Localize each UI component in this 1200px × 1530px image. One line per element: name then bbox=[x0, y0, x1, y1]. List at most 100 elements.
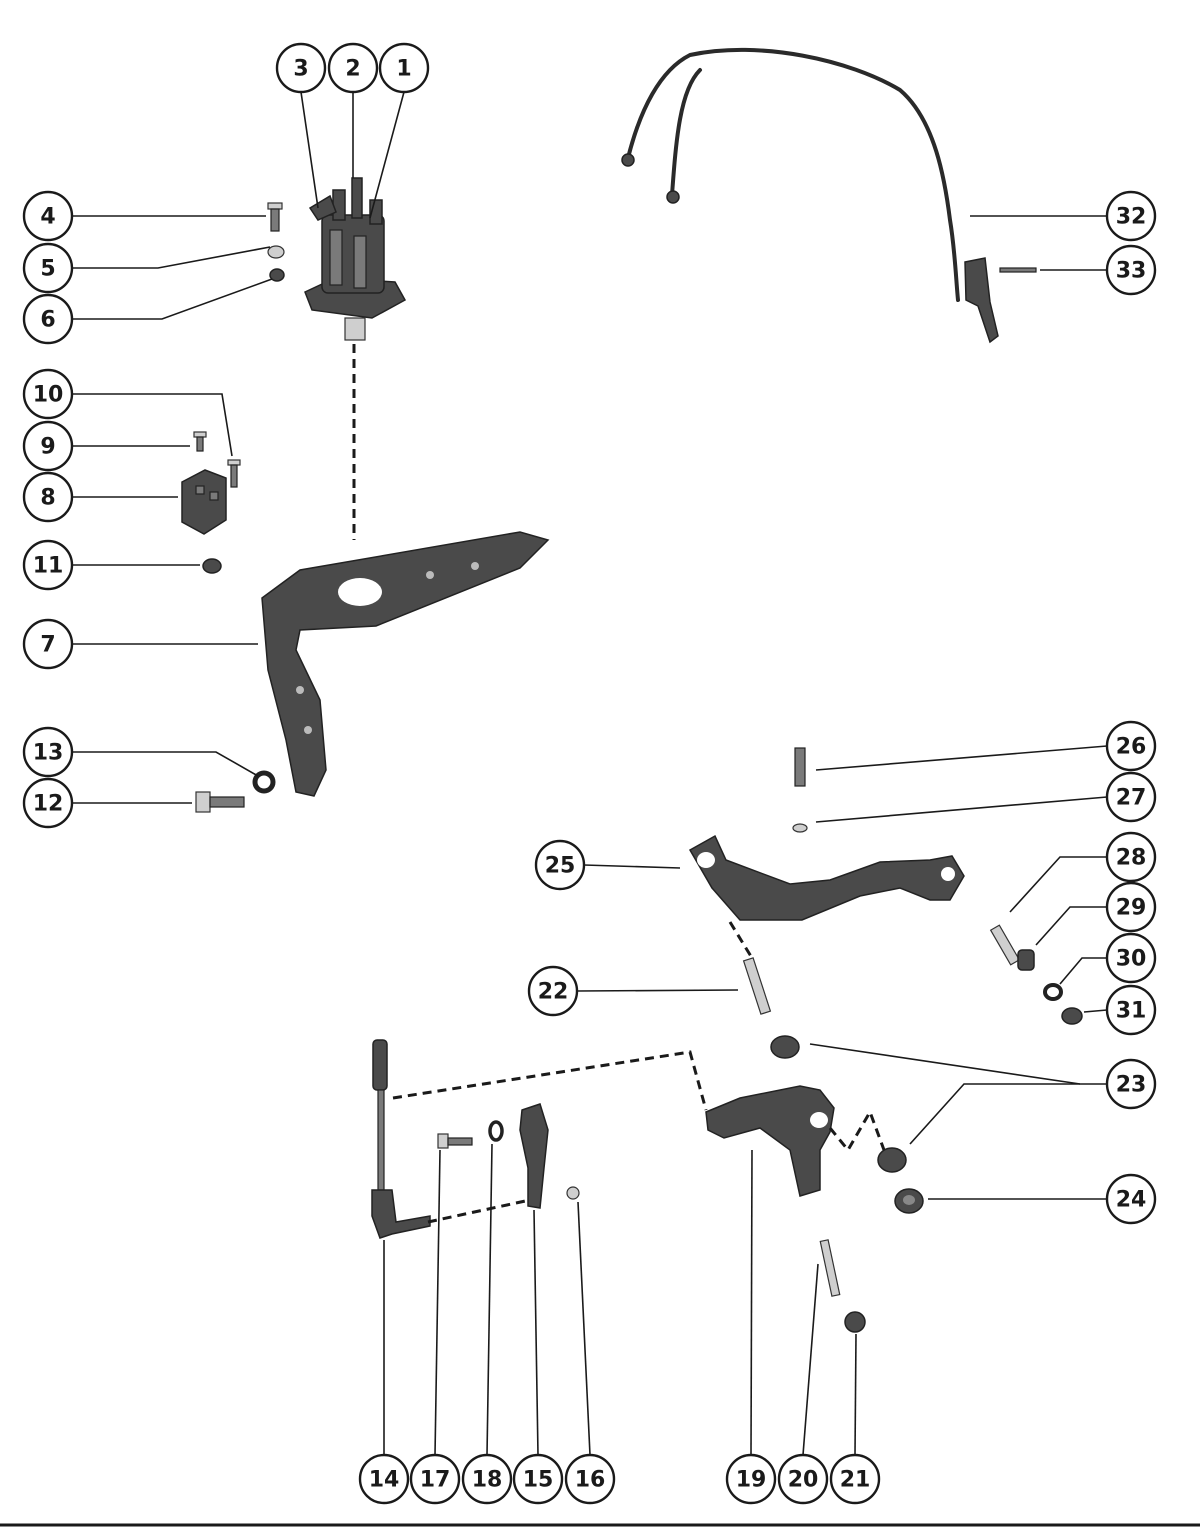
callout-number: 23 bbox=[1116, 1073, 1147, 1098]
solenoid-assembly bbox=[304, 177, 407, 341]
callout-2: 2 bbox=[327, 42, 379, 94]
callout-circle bbox=[22, 242, 74, 294]
callout-circle bbox=[22, 293, 74, 345]
callout-24: 24 bbox=[1105, 1173, 1157, 1225]
callout-circle bbox=[1105, 244, 1157, 296]
callout-number: 4 bbox=[40, 205, 55, 230]
callout-circle bbox=[22, 190, 74, 242]
callout-number: 8 bbox=[40, 486, 55, 511]
callout-circle bbox=[358, 1453, 410, 1505]
callout-circle bbox=[461, 1453, 513, 1505]
callout-12: 12 bbox=[22, 777, 74, 829]
shift-pin-bushings bbox=[742, 957, 924, 1214]
callout-30: 30 bbox=[1105, 932, 1157, 984]
callout-number: 30 bbox=[1116, 947, 1147, 972]
callout-20: 20 bbox=[777, 1453, 829, 1505]
shift-link bbox=[371, 1039, 580, 1239]
callout-number: 28 bbox=[1116, 846, 1147, 871]
callout-19: 19 bbox=[725, 1453, 777, 1505]
callout-number: 12 bbox=[33, 792, 64, 817]
callout-number: 10 bbox=[33, 383, 64, 408]
callout-number: 32 bbox=[1116, 205, 1147, 230]
callout-circle bbox=[1105, 771, 1157, 823]
callout-number: 14 bbox=[369, 1468, 400, 1493]
callout-number: 6 bbox=[40, 308, 55, 333]
callout-circle bbox=[22, 420, 74, 472]
callout-circle bbox=[1105, 720, 1157, 772]
callout-number: 22 bbox=[538, 980, 569, 1005]
callout-circle bbox=[1105, 1173, 1157, 1225]
callout-circle bbox=[1105, 984, 1157, 1036]
wiring-harness bbox=[621, 47, 1037, 344]
callout-10: 10 bbox=[22, 368, 74, 420]
callout-circle bbox=[527, 965, 579, 1017]
callout-11: 11 bbox=[22, 539, 74, 591]
callout-23: 23 bbox=[1105, 1058, 1157, 1110]
callout-circle bbox=[829, 1453, 881, 1505]
callout-17: 17 bbox=[409, 1453, 461, 1505]
callout-circle bbox=[22, 539, 74, 591]
callout-29: 29 bbox=[1105, 881, 1157, 933]
callout-number: 3 bbox=[293, 57, 308, 82]
callout-4: 4 bbox=[22, 190, 74, 242]
callout-22: 22 bbox=[527, 965, 579, 1017]
assembly-dash-lines bbox=[352, 344, 886, 1224]
callout-circle bbox=[1105, 1058, 1157, 1110]
callout-18: 18 bbox=[461, 1453, 513, 1505]
callout-21: 21 bbox=[829, 1453, 881, 1505]
solenoid-fasteners bbox=[267, 202, 285, 282]
callout-number: 7 bbox=[40, 633, 55, 658]
callout-circle bbox=[564, 1453, 616, 1505]
callout-13: 13 bbox=[22, 726, 74, 778]
callout-number: 33 bbox=[1116, 259, 1147, 284]
callout-number: 27 bbox=[1116, 786, 1147, 811]
callout-number: 18 bbox=[472, 1468, 503, 1493]
leader-lines bbox=[72, 91, 1108, 1456]
callout-number: 20 bbox=[788, 1468, 819, 1493]
callout-number: 25 bbox=[545, 854, 576, 879]
callout-number: 16 bbox=[575, 1468, 606, 1493]
callout-number: 9 bbox=[40, 435, 55, 460]
callout-8: 8 bbox=[22, 471, 74, 523]
callout-number: 21 bbox=[840, 1468, 871, 1493]
terminal-block bbox=[181, 431, 241, 574]
callout-number: 24 bbox=[1116, 1188, 1147, 1213]
callout-circle bbox=[275, 42, 327, 94]
callout-circle bbox=[378, 42, 430, 94]
callout-number: 5 bbox=[40, 257, 55, 282]
callout-31: 31 bbox=[1105, 984, 1157, 1036]
callout-circle bbox=[22, 471, 74, 523]
callout-1: 1 bbox=[378, 42, 430, 94]
callout-circle bbox=[1105, 831, 1157, 883]
callout-32: 32 bbox=[1105, 190, 1157, 242]
callout-15: 15 bbox=[512, 1453, 564, 1505]
callout-7: 7 bbox=[22, 618, 74, 670]
callout-circle bbox=[22, 368, 74, 420]
shift-lever bbox=[688, 747, 1083, 1025]
callout-27: 27 bbox=[1105, 771, 1157, 823]
callout-number: 29 bbox=[1116, 896, 1147, 921]
bracket-bolt bbox=[195, 770, 276, 813]
callout-circle bbox=[1105, 932, 1157, 984]
callout-26: 26 bbox=[1105, 720, 1157, 772]
callout-number: 19 bbox=[736, 1468, 767, 1493]
callout-33: 33 bbox=[1105, 244, 1157, 296]
callout-3: 3 bbox=[275, 42, 327, 94]
callout-14: 14 bbox=[358, 1453, 410, 1505]
callout-circle bbox=[327, 42, 379, 94]
mounting-bracket bbox=[261, 531, 550, 797]
callout-5: 5 bbox=[22, 242, 74, 294]
callout-number: 17 bbox=[420, 1468, 451, 1493]
callout-circle bbox=[777, 1453, 829, 1505]
callout-circle bbox=[22, 777, 74, 829]
callout-number: 1 bbox=[396, 57, 411, 82]
callout-25: 25 bbox=[534, 839, 586, 891]
callout-number: 15 bbox=[523, 1468, 554, 1493]
callout-28: 28 bbox=[1105, 831, 1157, 883]
callout-16: 16 bbox=[564, 1453, 616, 1505]
callout-number: 26 bbox=[1116, 735, 1147, 760]
callout-circle bbox=[1105, 881, 1157, 933]
callout-circle bbox=[22, 618, 74, 670]
shift-shaft-lever bbox=[705, 1085, 866, 1333]
